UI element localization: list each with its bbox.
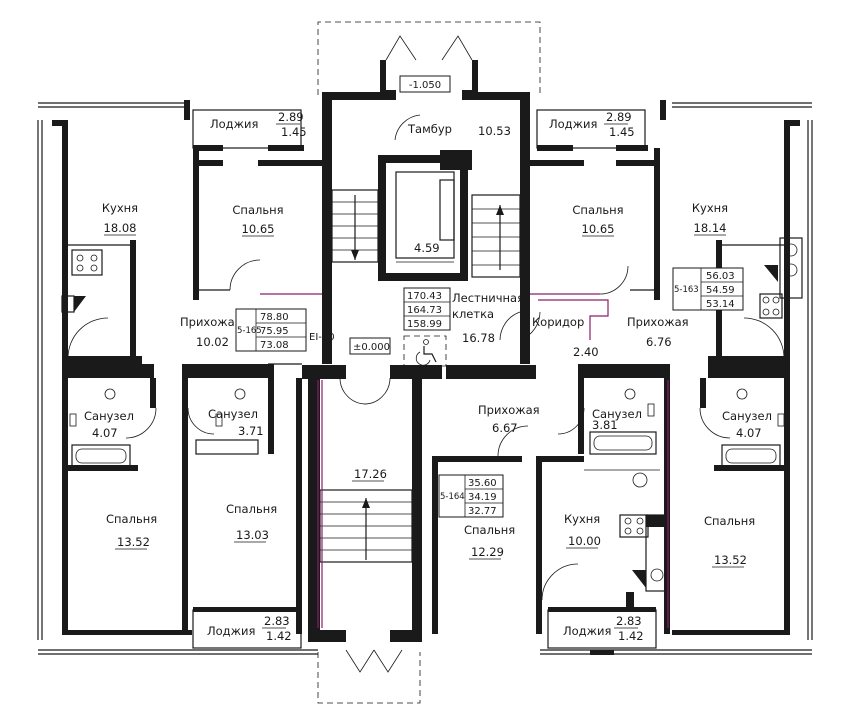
bedroom-l-bot-outer-name: Спальня: [106, 512, 157, 526]
loggia-tr-area-a: 2.89: [606, 110, 632, 124]
bath-r1-area: 3.81: [592, 418, 618, 432]
bath-r2-area: 4.07: [736, 426, 762, 440]
bath-l2-name: Санузел: [208, 407, 258, 421]
bedroom-mid-bot-area: 12.29: [471, 545, 504, 559]
bedroom-right-top-area: 10.65: [582, 222, 615, 236]
bedroom-r-bot-name: Спальня: [704, 514, 755, 528]
kitchen-mid-name: Кухня: [564, 512, 600, 526]
hall-right-area: 6.76: [646, 335, 672, 349]
hall-left-area: 10.02: [196, 335, 229, 349]
bedroom-left-top-area: 10.65: [242, 222, 275, 236]
bedroom-l-bot-inner-name: Спальня: [226, 502, 277, 516]
hall-right-name: Прихожая: [627, 315, 689, 329]
apt-164-v1: 35.60: [468, 478, 497, 489]
apt-163-code: 5-163: [674, 285, 699, 295]
fire-rating-label: EI-60: [309, 332, 335, 343]
loggia-tr-area-b: 1.45: [609, 125, 635, 139]
entrance-canopy-outline: [317, 21, 541, 704]
core-walls: [302, 60, 530, 642]
loggia-tl-area-a: 2.89: [278, 110, 304, 124]
tambur-level-mark: -1.050: [399, 75, 451, 93]
zero-level-mark: ±0.000: [349, 337, 391, 355]
kitchen-right-name: Кухня: [692, 201, 728, 215]
loggia-bl-area-a: 2.83: [264, 614, 290, 628]
apartment-table-165: 5-165 78.80 75.95 73.08: [235, 308, 307, 352]
stairwell-name-2: клетка: [452, 307, 494, 321]
totals-table: 170.43 164.73 158.99: [403, 287, 451, 331]
apt-163-v3: 53.14: [706, 299, 735, 310]
loggia-outlines: [192, 109, 657, 649]
apt-165-v3: 73.08: [260, 340, 289, 351]
tambur-area: 10.53: [478, 124, 511, 138]
zero-level-text: ±0.000: [353, 342, 390, 353]
loggia-tr-name: Лоджия: [549, 117, 597, 131]
apt-164-v3: 32.77: [468, 506, 497, 517]
bedroom-r-bot-area: 13.52: [714, 553, 747, 567]
apt-165-code: 5-165: [237, 326, 262, 336]
stairwell-area: 16.78: [462, 331, 495, 345]
apt-164-code: 5-164: [440, 492, 465, 502]
apt-165-v1: 78.80: [260, 312, 289, 323]
room-labels: Лоджия 2.89 1.45 Лоджия 2.89 1.45 Лоджия…: [84, 110, 772, 643]
tambur-level-text: -1.050: [409, 80, 441, 91]
apartment-table-163: 5-163 56.03 54.59 53.14: [672, 267, 744, 311]
apt-163-v2: 54.59: [706, 285, 735, 296]
totals-v1: 170.43: [407, 291, 442, 302]
loggia-br-area-b: 1.42: [618, 629, 644, 643]
kitchen-mid-area: 10.00: [568, 534, 601, 548]
elevator-area: 4.59: [414, 241, 440, 255]
loggia-br-name: Лоджия: [563, 624, 611, 638]
wheelchair-icon: [403, 335, 447, 367]
bedroom-left-top-name: Спальня: [232, 203, 283, 217]
loggia-tl-area-b: 1.45: [281, 125, 307, 139]
bedroom-right-top-name: Спальня: [572, 203, 623, 217]
bath-r1-name: Санузел: [592, 407, 642, 421]
stair-lower-area: 17.26: [354, 467, 387, 481]
hall-middle-name: Прихожая: [478, 403, 540, 417]
loggia-bl-area-b: 1.42: [266, 629, 292, 643]
bedroom-l-bot-outer-area: 13.52: [117, 535, 150, 549]
apt-165-v2: 75.95: [260, 326, 289, 337]
loggia-tl-name: Лоджия: [210, 117, 258, 131]
corridor-area: 2.40: [573, 345, 599, 359]
bath-r2-name: Санузел: [722, 409, 772, 423]
corridor-name: Коридор: [532, 315, 584, 329]
apartment-table-164: 5-164 35.60 34.19 32.77: [438, 474, 504, 518]
outer-walls: [37, 100, 813, 655]
right-apartment-walls: [432, 148, 803, 634]
entrance-doors: [339, 35, 541, 673]
tambur-name: Тамбур: [407, 122, 452, 136]
totals-v3: 158.99: [407, 319, 442, 330]
bedroom-l-bot-inner-area: 13.03: [236, 528, 269, 542]
apt-164-v2: 34.19: [468, 492, 497, 503]
bath-l2-area: 3.71: [238, 424, 264, 438]
left-apartment-walls: [61, 148, 322, 634]
bedroom-mid-bot-name: Спальня: [464, 523, 515, 537]
kitchen-right-area: 18.14: [694, 221, 727, 235]
apt-163-v1: 56.03: [706, 271, 735, 282]
hall-left-name: Прихожая: [180, 315, 242, 329]
totals-v2: 164.73: [407, 305, 442, 316]
stairwell-name-1: Лестничная: [452, 291, 524, 305]
kitchen-left-name: Кухня: [102, 201, 138, 215]
hall-middle-area: 6.67: [492, 421, 518, 435]
kitchen-left-area: 18.08: [104, 221, 137, 235]
loggia-bl-name: Лоджия: [207, 624, 255, 638]
bath-l1-area: 4.07: [92, 426, 118, 440]
loggia-br-area-a: 2.83: [616, 614, 642, 628]
bath-l1-name: Санузел: [84, 409, 134, 423]
